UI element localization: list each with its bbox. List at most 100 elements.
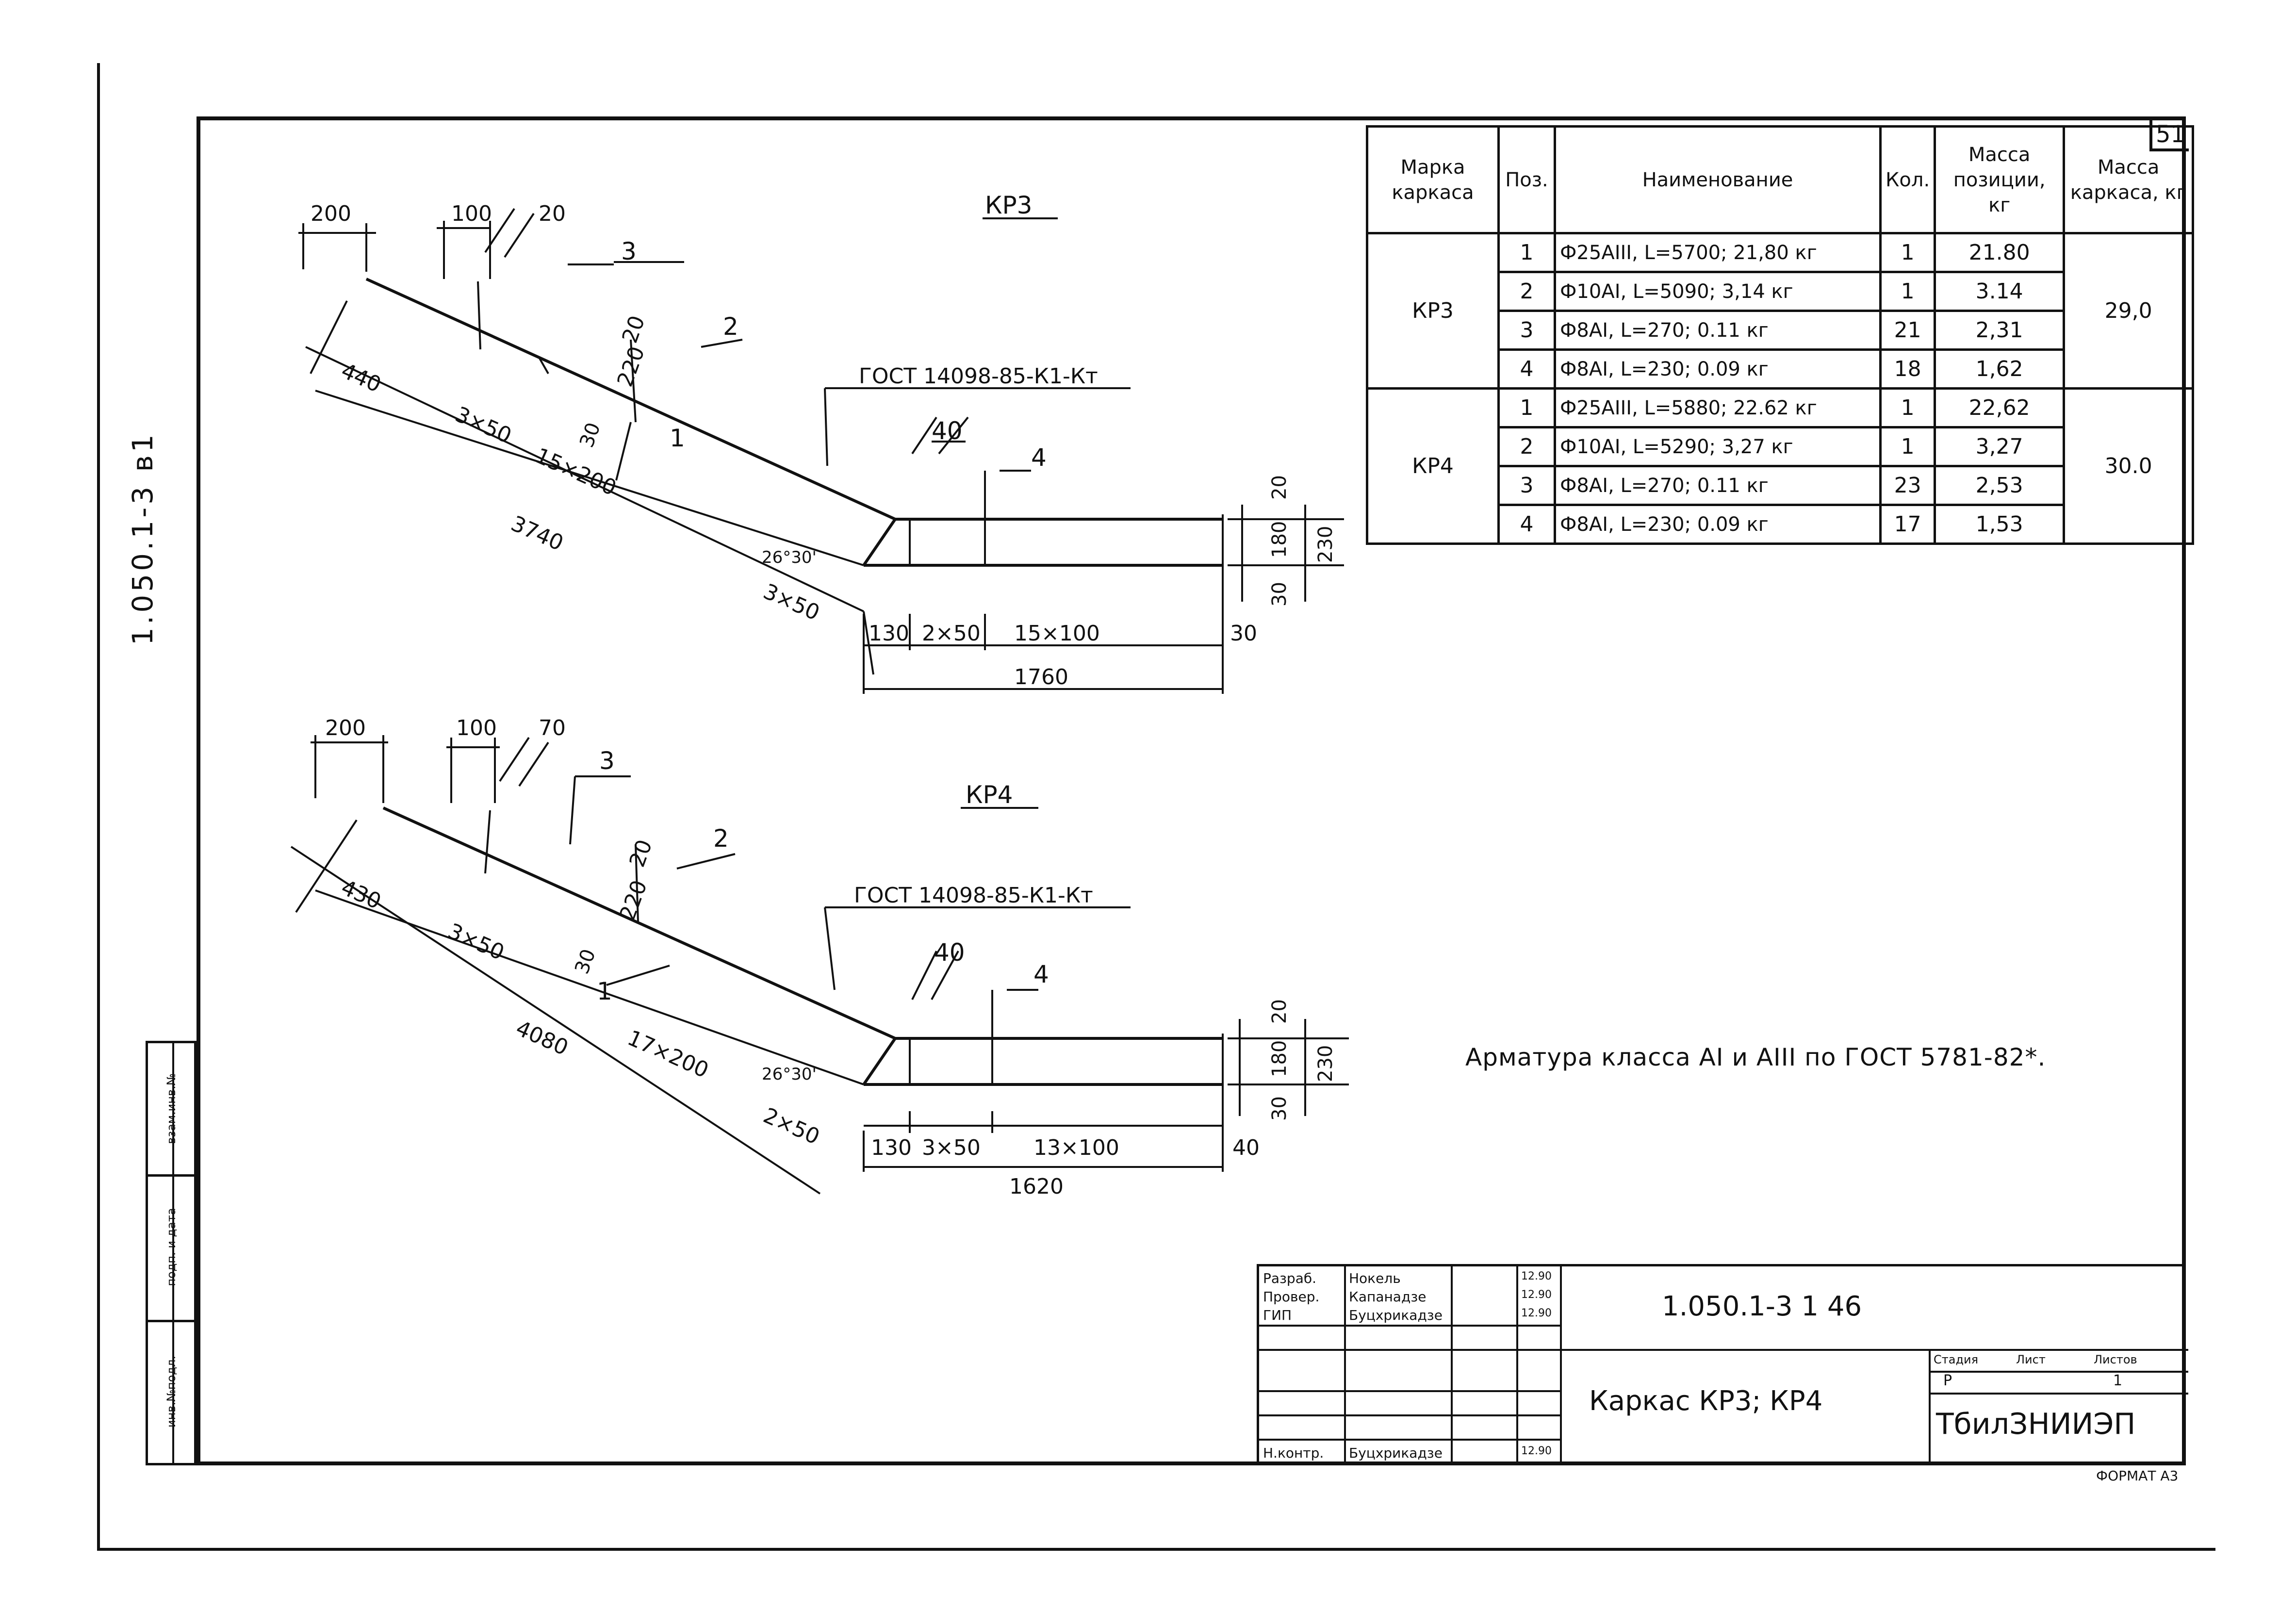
cell-qty: 1 <box>1879 232 1936 273</box>
cell-qty: 1 <box>1879 271 1936 312</box>
dim-label: 20 <box>617 312 650 346</box>
dim-label: 3740 <box>508 511 567 556</box>
table-header-row: Марка каркаса Поз. Наименование Кол. Мас… <box>1366 125 2195 234</box>
stamp-divider <box>172 1043 174 1463</box>
col-header: Марка каркаса <box>1366 125 1500 234</box>
tb-line <box>1929 1371 2188 1373</box>
cell-qty: 23 <box>1879 465 1936 506</box>
cell-qty: 1 <box>1879 426 1936 467</box>
cell-pos: 3 <box>1497 465 1556 506</box>
dim-label: 30 <box>1268 1096 1291 1121</box>
dim-label: 40 <box>932 417 963 445</box>
format-label: ФОРМАТ А3 <box>2096 1468 2179 1484</box>
cell-name: Ф25АIII, L=5700; 21,80 кг <box>1554 232 1882 273</box>
role-developer: Разраб. <box>1263 1270 1317 1286</box>
dim-label: 15×200 <box>532 443 620 501</box>
tb-line <box>1259 1349 2188 1351</box>
cell-pos: 2 <box>1497 271 1556 312</box>
dim-label: 3×50 <box>444 919 508 965</box>
tb-line <box>1259 1439 1560 1441</box>
dim-label: 180 <box>1268 521 1291 558</box>
col-header: Наименование <box>1554 125 1882 234</box>
dim-label: 2×50 <box>760 1103 823 1149</box>
dim-label: 4080 <box>512 1016 572 1060</box>
dim-label: 220 <box>615 877 652 923</box>
dim-label: 30 <box>1230 621 1257 646</box>
table-row: 2 Ф10АI, L=5290; 3,27 кг 1 3,27 <box>1367 426 2193 467</box>
col-header: Поз. <box>1497 125 1556 234</box>
tb-line <box>1929 1349 1931 1465</box>
dim-label: 200 <box>311 201 351 226</box>
dim-label: 2×50 <box>922 621 981 646</box>
frame-total-mass: 30.0 <box>2063 387 2195 545</box>
outer-border <box>97 63 2215 1551</box>
position-label: 1 <box>597 977 612 1005</box>
cell-name: Ф8АI, L=230; 0.09 кг <box>1554 504 1882 545</box>
left-stamp-column: взам.инв.№ подп. и дата инв.№подл. <box>146 1041 197 1465</box>
dim-label: 30 <box>575 420 605 451</box>
name-norm-control: Буцхрикадзе <box>1349 1445 1443 1461</box>
document-title: Каркас КР3; КР4 <box>1589 1385 1823 1417</box>
stamp-cell-sign: подп. и дата <box>148 1174 194 1322</box>
table-row: КР4 1 Ф25АIII, L=5880; 22.62 кг 1 22,62 … <box>1366 387 2195 545</box>
cell-name: Ф8АI, L=230; 0.09 кг <box>1554 348 1882 390</box>
tb-line <box>1259 1414 1560 1416</box>
dim-label: 100 <box>451 201 492 226</box>
dim-label: 70 <box>539 716 566 740</box>
cell-pos: 3 <box>1497 310 1556 351</box>
sheets-value: 1 <box>2113 1372 2123 1389</box>
cell-pos: 1 <box>1497 232 1556 273</box>
position-label: 2 <box>713 824 729 853</box>
cell-mass: 21.80 <box>1934 232 2066 273</box>
date-checker: 12.90 <box>1521 1289 1552 1301</box>
dim-label: 30 <box>1268 582 1291 607</box>
role-chief-engineer: ГИП <box>1263 1307 1292 1323</box>
specification-table: Марка каркаса Поз. Наименование Кол. Мас… <box>1366 125 2195 545</box>
tb-line <box>1259 1325 1560 1327</box>
cell-name: Ф8АI, L=270; 0.11 кг <box>1554 465 1882 506</box>
role-norm-control: Н.контр. <box>1263 1445 1324 1461</box>
dim-label: 200 <box>325 716 366 740</box>
tb-line <box>1344 1266 1346 1465</box>
dim-label: 100 <box>456 716 497 740</box>
name-chief-engineer: Буцхрикадзе <box>1349 1307 1443 1323</box>
title-block: Разраб. Провер. ГИП Н.контр. Нокель Капа… <box>1257 1264 2188 1465</box>
cell-mass: 3.14 <box>1934 271 2066 312</box>
sheets-label: Листов <box>2094 1353 2137 1366</box>
dim-label: 3×50 <box>922 1135 981 1160</box>
position-label: 3 <box>621 237 637 265</box>
dim-label: 15×100 <box>1014 621 1100 646</box>
tb-line <box>1516 1266 1518 1465</box>
dim-label: 230 <box>1314 526 1337 563</box>
dim-label: 130 <box>869 621 909 646</box>
table-row: 4 Ф8АI, L=230; 0.09 кг 18 1,62 <box>1367 348 2193 390</box>
stage-value: Р <box>1943 1372 1952 1389</box>
col-header: Масса каркаса, кг <box>2063 125 2195 234</box>
dim-label: 20 <box>1268 999 1291 1024</box>
dim-label: 3×50 <box>760 579 823 625</box>
position-label: 3 <box>599 747 615 775</box>
cell-mass: 1,53 <box>1934 504 2066 545</box>
name-developer: Нокель <box>1349 1270 1401 1286</box>
position-label: 2 <box>723 312 738 341</box>
cell-name: Ф10АI, L=5290; 3,27 кг <box>1554 426 1882 467</box>
frame-mark: КР4 <box>1366 387 1500 545</box>
cell-mass: 22,62 <box>1934 387 2066 428</box>
dim-label: 20 <box>539 201 566 226</box>
document-code: 1.050.1-3 1 46 <box>1662 1291 1862 1322</box>
name-checker: Капанадзе <box>1349 1289 1427 1305</box>
cell-name: Ф8АI, L=270; 0.11 кг <box>1554 310 1882 351</box>
cell-pos: 2 <box>1497 426 1556 467</box>
gost-label-kr3: ГОСТ 14098-85-К1-Кт <box>859 364 1098 389</box>
tb-line <box>1560 1266 1562 1465</box>
tb-line <box>1929 1393 2188 1395</box>
cell-mass: 2,31 <box>1934 310 2066 351</box>
table-row: КР3 1 Ф25АIII, L=5700; 21,80 кг 1 21.80 … <box>1366 232 2195 390</box>
stage-label: Стадия <box>1934 1353 1979 1366</box>
dim-label: 1620 <box>1009 1174 1064 1199</box>
cell-mass: 2,53 <box>1934 465 2066 506</box>
cell-pos: 4 <box>1497 348 1556 390</box>
view-title-kr3: КР3 <box>985 191 1032 219</box>
cell-qty: 1 <box>1879 387 1936 428</box>
